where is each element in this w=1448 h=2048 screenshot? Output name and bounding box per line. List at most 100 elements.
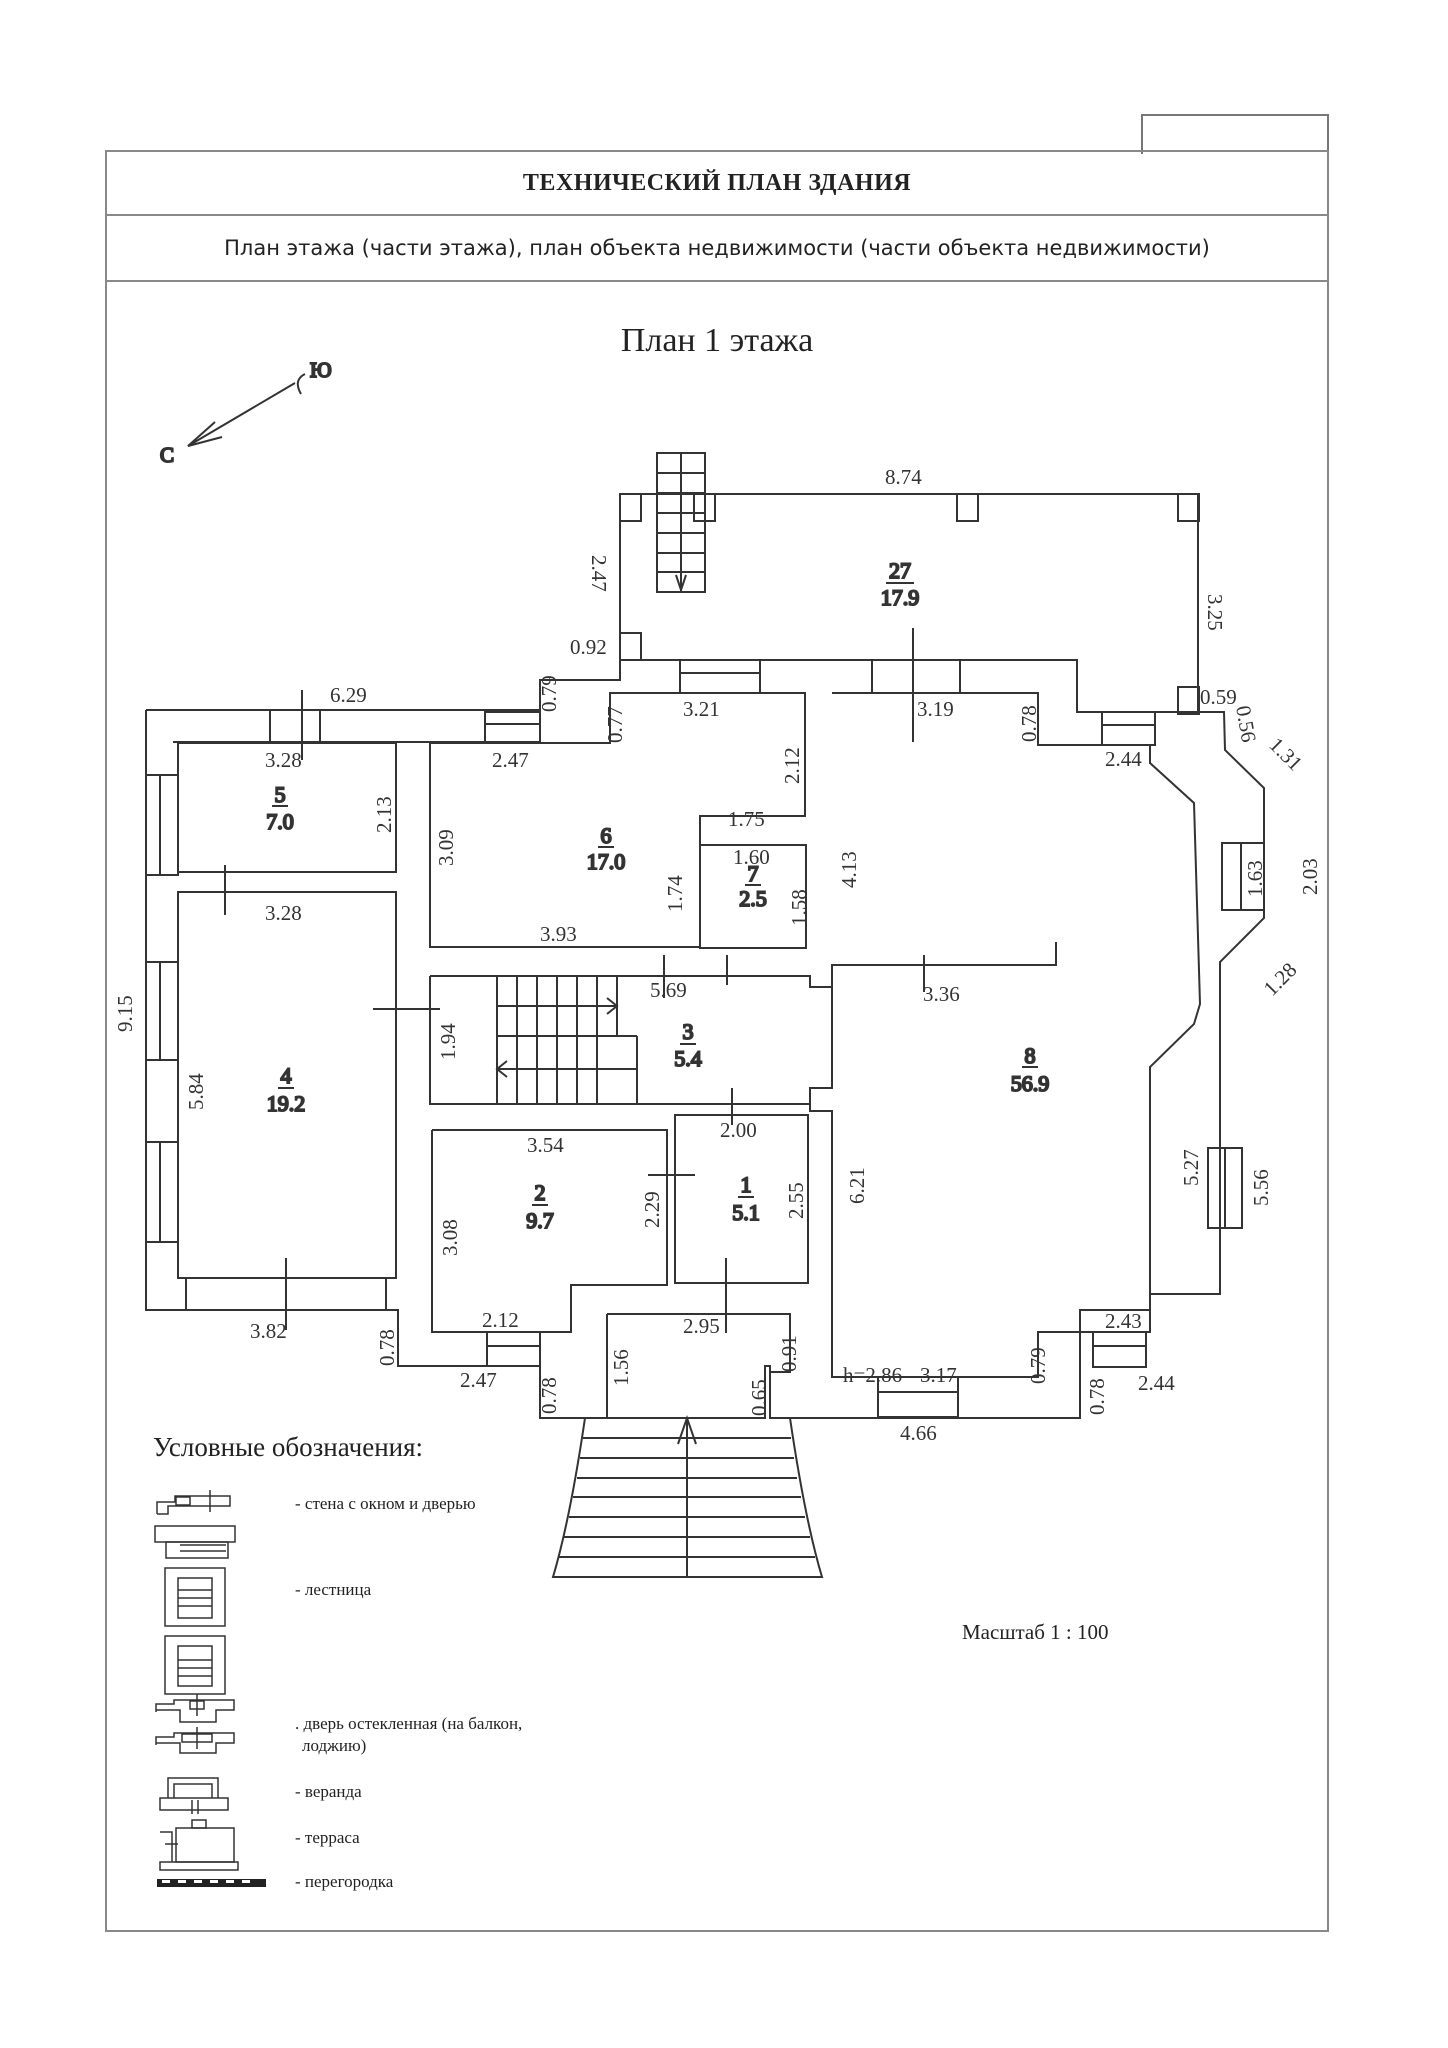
room-1-area: 5.1 [732,1200,760,1225]
dim-label: 3.17 [920,1363,957,1387]
dim-label: 2.12 [780,747,804,784]
dim-label: 2.44 [1105,747,1142,771]
dim-label: 0.56 [1231,704,1261,744]
dim-label: 1.60 [733,845,770,869]
legend-item-glazed-door: . дверь остекленная (на балкон, [295,1714,523,1733]
dim-label: 5.84 [184,1073,208,1110]
room-1-walls [674,1114,809,1284]
wall-window-door-icon [156,1490,231,1515]
room-4-number: 4 [281,1063,292,1088]
dim-label: 2.00 [720,1118,757,1142]
dim-label: 3.21 [683,697,720,721]
entrance-steps [551,1414,824,1578]
dim-label: 2.43 [1105,1309,1142,1333]
legend-item-wall-window-door: - стена с окном и дверью [295,1494,476,1513]
dim-label: 0.78 [375,1329,399,1366]
corner-stamp-box [1141,114,1329,154]
legend-item-terrace: - терраса [295,1828,360,1847]
dim-label: 3.08 [438,1219,462,1256]
dim-label: 0.92 [570,635,607,659]
interior-staircase [495,976,638,1104]
dim-label: 2.03 [1298,858,1322,895]
terrace-icon [159,1819,239,1871]
room-8-walls [809,692,1202,1378]
dim-label: 2.55 [784,1182,808,1219]
room-7-walls [699,844,807,949]
dim-label: 1.75 [728,807,765,831]
room-4-area: 19.2 [267,1091,306,1116]
dim-label: 3.09 [434,829,458,866]
room-27-walls [619,493,1200,715]
document-subtitle: План этажа (части этажа), план объекта н… [107,216,1327,282]
dim-label: 5.27 [1179,1149,1203,1186]
room-7-number: 7 [748,861,759,886]
room-3-number: 3 [683,1019,694,1044]
room-labels: 27 17.9 5 7.0 6 17.0 7 2.5 3 5.4 8 56.9 … [265,557,1050,1234]
dim-label: 8.74 [885,465,922,489]
room-6-area: 17.0 [587,849,626,874]
legend-item-partition: - перегородка [295,1872,394,1891]
dim-label: 0.78 [1085,1378,1109,1415]
legend-item-staircase: - лестница [295,1580,372,1599]
room-2-area: 9.7 [526,1208,554,1233]
room-6-number: 6 [601,823,612,848]
dim-label: 1.28 [1259,958,1302,1001]
dim-label: 2.44 [1138,1371,1175,1395]
dim-label: 4.13 [837,851,861,888]
staircase-icon [154,1525,236,1695]
dim-label: 2.47 [460,1368,497,1392]
dim-label: 0.91 [777,1335,801,1372]
dim-label: 0.77 [603,706,627,743]
building-outer-walls [145,659,1265,1419]
dim-label: 3.82 [250,1319,287,1343]
room-5-number: 5 [275,782,286,807]
dim-label: 5.56 [1249,1169,1273,1206]
legend-title: Условные обозначения: [153,1432,424,1462]
dim-label: 3.28 [265,901,302,925]
dim-label: 0.78 [537,1377,561,1414]
dim-label: 6.29 [330,683,367,707]
room-27-number: 27 [889,558,911,583]
dim-label: 2.47 [492,748,529,772]
dim-label: 3.93 [540,922,577,946]
dim-label: 3.36 [923,982,960,1006]
compass-south-label: Ю [310,358,332,382]
partition-icon [157,1879,266,1887]
terrace-staircase [656,452,706,594]
room-1-number: 1 [741,1172,752,1197]
dim-label: 0.79 [1026,1347,1050,1384]
dim-label: 1.74 [663,875,687,912]
dim-label: 1.94 [436,1023,460,1060]
windows [145,659,1265,1418]
dim-label: 3.28 [265,748,302,772]
room-7-area: 2.5 [739,886,767,911]
dim-label: 4.66 [900,1421,937,1445]
dim-label: 3.54 [527,1133,564,1157]
glazed-door-icon [155,1694,235,1754]
dim-label: 0.79 [537,675,561,712]
room-8-number: 8 [1025,1043,1036,1068]
dim-label: 5.69 [650,978,687,1002]
scale-label: Масштаб 1 : 100 [962,1620,1109,1644]
door-markers [224,628,925,1333]
room-6-walls [429,692,806,948]
dim-label: 2.12 [482,1308,519,1332]
vestibule-walls [607,1313,791,1418]
dim-label: 1.58 [787,889,811,926]
plan-title: План 1 этажа [620,322,814,359]
dim-label: 2.47 [587,555,611,592]
dim-label: 2.95 [683,1314,720,1338]
legend-icons [154,1490,266,1887]
room-3-walls [429,976,811,1105]
dim-label: 2.29 [640,1191,664,1228]
legend-item-glazed-door-cont: лоджию) [302,1736,367,1755]
room-2-number: 2 [535,1180,546,1205]
document-title: ТЕХНИЧЕСКИЙ ПЛАН ЗДАНИЯ [107,152,1327,216]
dim-label: 0.65 [747,1379,771,1416]
ceiling-height-label: h=2.86 [843,1363,902,1387]
veranda-icon [159,1777,229,1814]
room-27-area: 17.9 [881,585,920,610]
dim-label: 0.78 [1017,705,1041,742]
dim-label: 2.13 [372,796,396,833]
